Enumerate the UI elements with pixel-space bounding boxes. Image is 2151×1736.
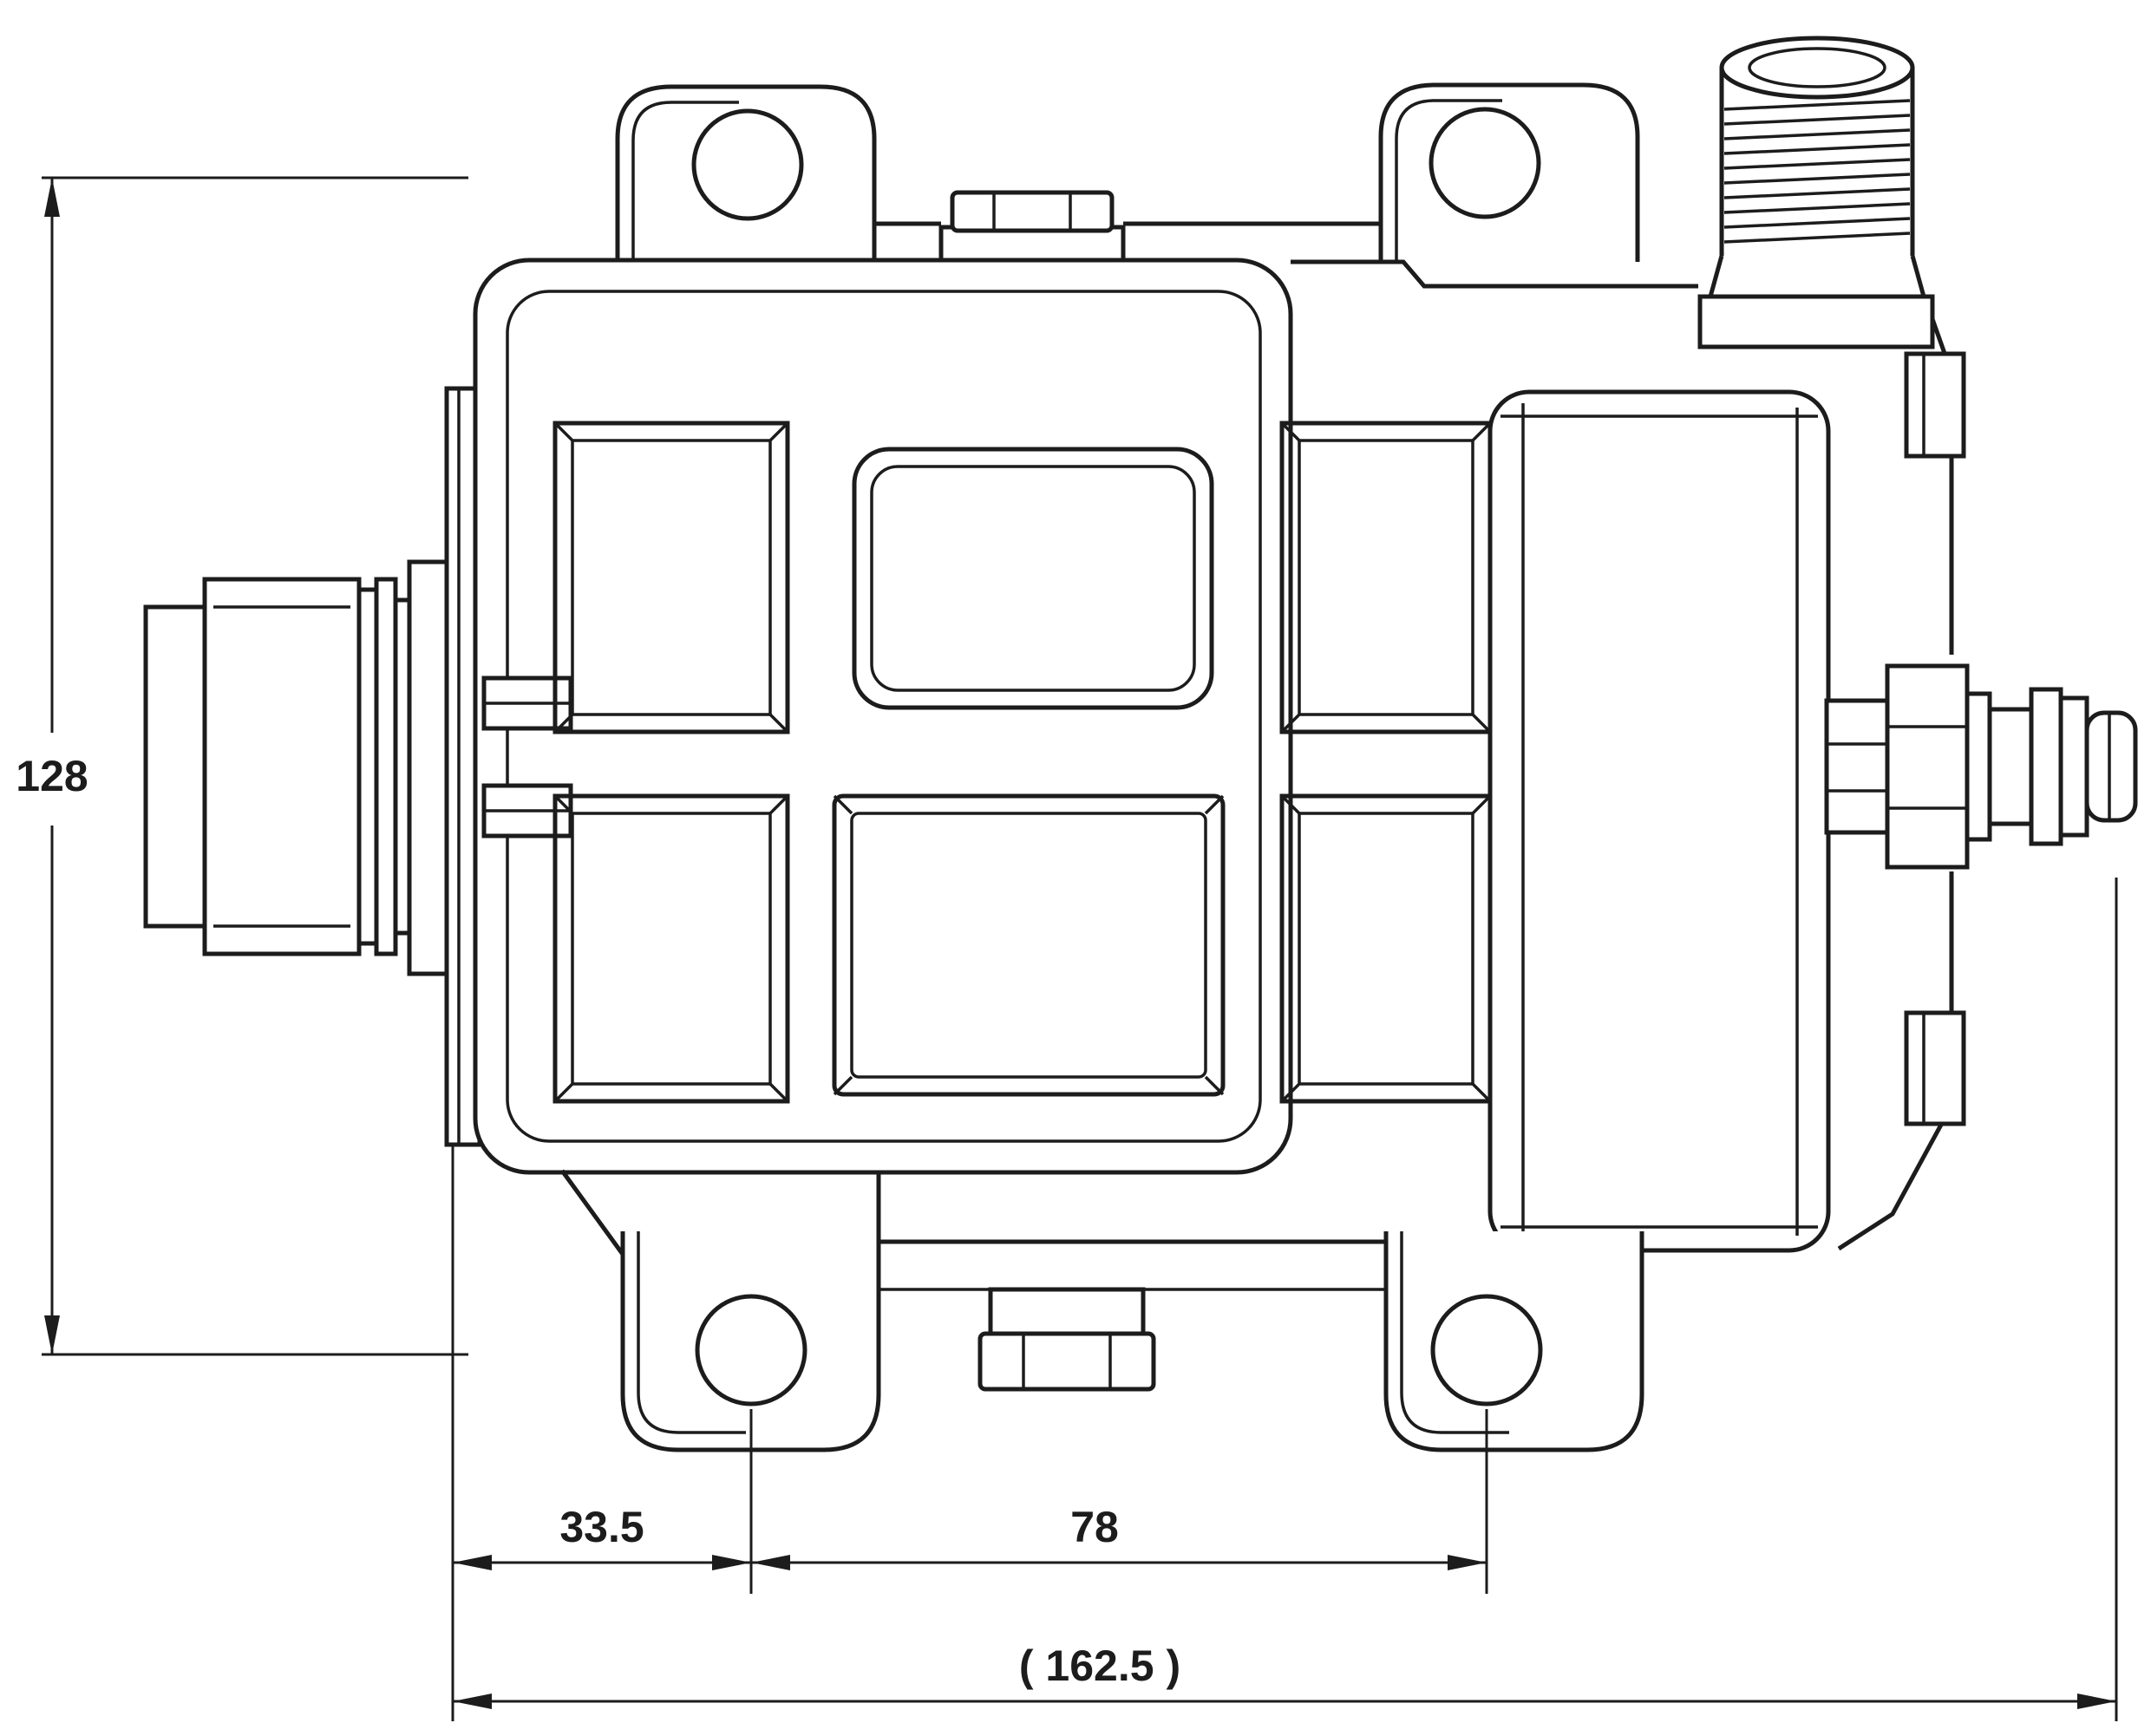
dim-height-label: 128 xyxy=(16,752,88,800)
dim-height: 128 xyxy=(16,176,468,1356)
arrowhead xyxy=(1448,1555,1487,1570)
motor-housing xyxy=(1487,389,1831,1253)
arrowhead xyxy=(44,178,60,217)
top-bracket-rail xyxy=(872,190,1383,264)
bolt-hole xyxy=(1429,107,1541,219)
dim-overall-length-label: ( 162.5 ) xyxy=(1019,1641,1180,1690)
housing-front xyxy=(473,258,1293,1175)
panel xyxy=(832,793,1226,1097)
arrowhead xyxy=(751,1555,790,1570)
threaded-outlet-port xyxy=(1697,36,1935,349)
arrowhead xyxy=(2077,1694,2116,1709)
bolt-hole xyxy=(1430,1294,1543,1406)
inlet-port xyxy=(143,559,452,976)
side-bosses xyxy=(1904,351,1966,1126)
bolt-hole xyxy=(691,108,804,221)
thread-lines xyxy=(1723,99,1911,244)
panel xyxy=(1279,421,1493,734)
bottom-bracket xyxy=(559,1169,1778,1392)
mounting-lug-top-right xyxy=(1378,82,1640,262)
arrowhead xyxy=(712,1555,751,1570)
arrowhead xyxy=(453,1694,492,1709)
hex-pedestal xyxy=(988,1287,1146,1336)
hex-nut-top xyxy=(950,190,1115,233)
dim-lug-spacing: 78 xyxy=(751,1503,1487,1570)
dim-lug-offset: 33.5 xyxy=(453,1503,751,1570)
mounting-lug-top-left xyxy=(615,84,877,262)
arrowhead xyxy=(453,1555,492,1570)
panel xyxy=(1279,793,1493,1104)
bolt-hole xyxy=(695,1294,807,1406)
quick-connect-fitting xyxy=(1824,663,2138,870)
dim-lug-spacing-label: 78 xyxy=(1070,1503,1119,1551)
dim-overall-length: ( 162.5 ) xyxy=(453,1641,2116,1709)
hex-nut-bottom xyxy=(977,1331,1156,1392)
panel xyxy=(552,793,790,1104)
dimensions: 128 33.5 78 ( 162.5 ) xyxy=(16,176,2118,1721)
face-panels xyxy=(552,421,1493,1104)
mounting-lug-bottom-right xyxy=(1383,1231,1644,1452)
panel xyxy=(852,447,1214,710)
dim-lug-offset-label: 33.5 xyxy=(559,1503,644,1551)
panel xyxy=(552,421,790,734)
hex-nut-side xyxy=(1885,663,1970,870)
arrowhead xyxy=(44,1315,60,1354)
